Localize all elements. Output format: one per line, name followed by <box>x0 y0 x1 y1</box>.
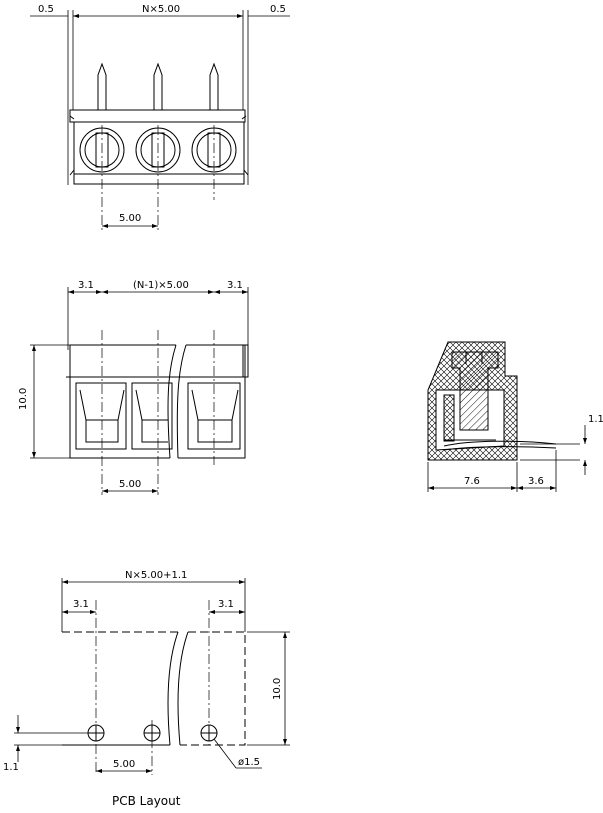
top-pins <box>97 62 219 110</box>
front-dim-span: (N-1)×5.00 <box>133 280 189 291</box>
pcb-dim-hole: ø1.5 <box>238 757 260 768</box>
pcb-dim-pitch: 5.00 <box>113 759 135 770</box>
front-dim-pitch: 5.00 <box>119 479 141 490</box>
pcb-holes <box>87 724 218 742</box>
side-dim-width: 7.6 <box>464 476 480 487</box>
pcb-dim-left: 3.1 <box>73 599 89 610</box>
pcb-dim-height: 10.0 <box>272 678 283 700</box>
top-screw-heads <box>79 127 237 173</box>
top-view: 0.5 N×5.00 0.5 5.00 <box>30 4 290 230</box>
pcb-dim-right: 3.1 <box>218 599 234 610</box>
front-view: 3.1 (N-1)×5.00 3.1 10.0 5.00 <box>18 280 249 495</box>
front-dim-height: 10.0 <box>18 388 29 410</box>
front-dim-left: 3.1 <box>78 280 94 291</box>
side-dim-pin: 3.6 <box>528 476 544 487</box>
front-clamp-openings <box>75 382 241 450</box>
front-dim-right: 3.1 <box>227 280 243 291</box>
pcb-layout: N×5.00+1.1 3.1 3.1 10.0 1.1 <box>3 570 290 808</box>
top-dim-span: N×5.00 <box>142 4 180 15</box>
top-dim-pitch: 5.00 <box>119 213 141 224</box>
pcb-dim-total: N×5.00+1.1 <box>125 570 187 581</box>
pcb-dim-offset: 1.1 <box>3 762 19 773</box>
pcb-caption: PCB Layout <box>112 794 181 808</box>
side-view: 1.1 7.6 3.6 <box>427 341 603 492</box>
top-dim-right-margin: 0.5 <box>270 4 286 15</box>
top-dim-left-margin: 0.5 <box>38 4 54 15</box>
side-dim-offset: 1.1 <box>588 414 603 425</box>
